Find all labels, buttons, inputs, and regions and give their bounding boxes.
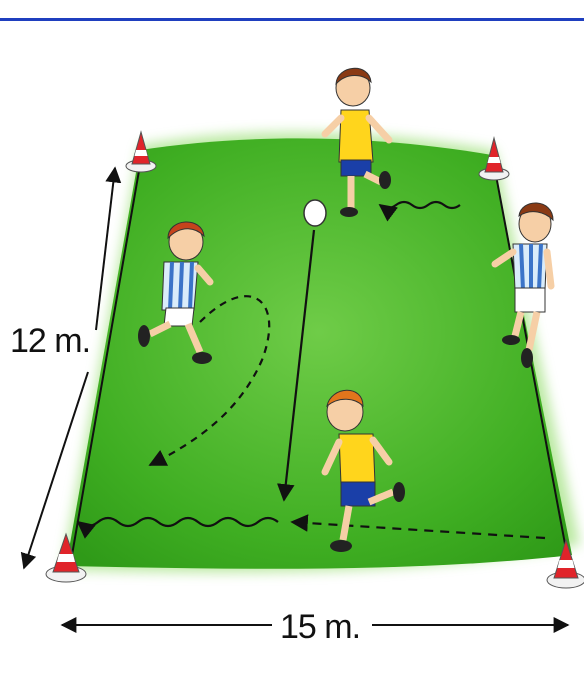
ball — [304, 200, 326, 226]
width-label: 15 m. — [280, 608, 360, 646]
pitch — [62, 132, 580, 572]
height-label: 12 m. — [10, 322, 90, 360]
